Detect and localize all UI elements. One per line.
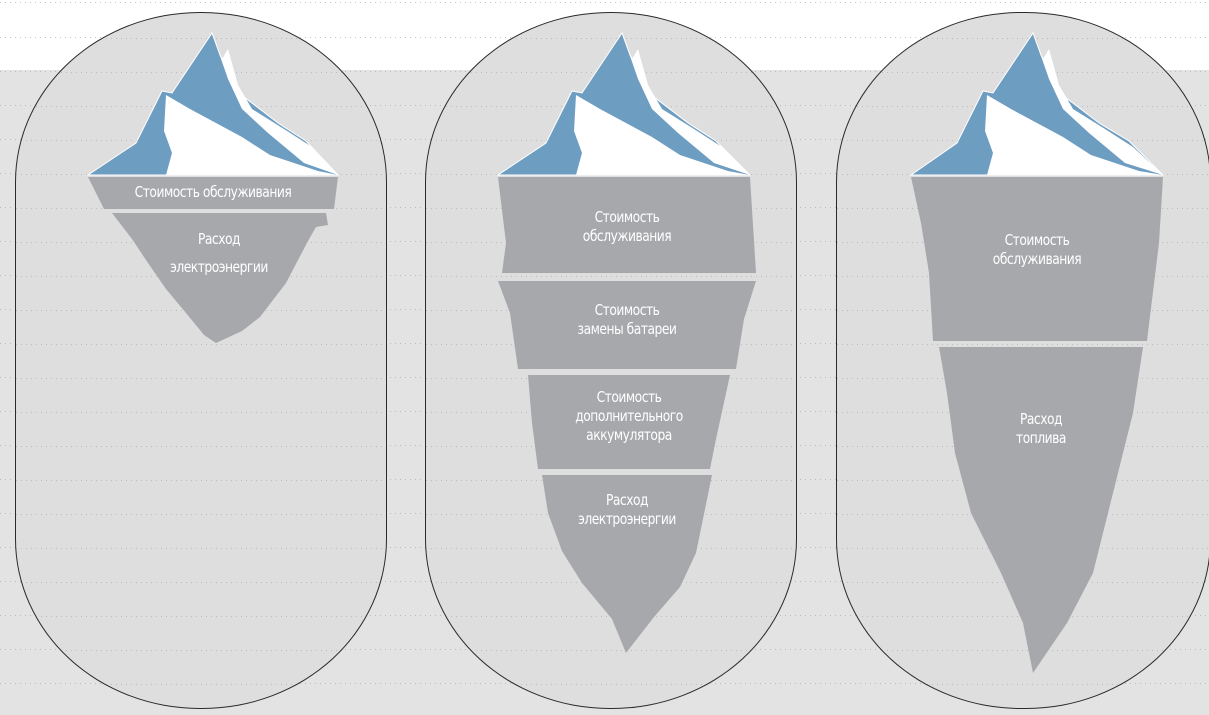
iceberg-3-peak-snow (985, 33, 1163, 175)
iceberg-1-underwater-1 (88, 177, 338, 209)
iceberg-2-illustration (496, 31, 756, 653)
iceberg-1-underwater-2 (112, 213, 328, 343)
iceberg-panel-1: Стоимость обслуживания Расход электроэне… (15, 12, 387, 709)
iceberg-2-peak-snow (574, 33, 750, 175)
layer-label: Расход электроэнергии (170, 230, 268, 276)
layer-label: Стоимость дополнительного аккумулятора (575, 388, 683, 444)
layer-label: Расход электроэнергии (578, 491, 676, 528)
iceberg-3-underwater-2 (939, 347, 1143, 673)
layer-label: Стоимость замены батареи (577, 301, 677, 338)
iceberg-panel-3: Стоимость обслуживания Расход топлива (836, 12, 1209, 709)
iceberg-2-underwater-4 (542, 475, 712, 653)
iceberg-3-illustration (909, 31, 1165, 673)
iceberg-panel-2: Стоимость обслуживания Стоимость замены … (425, 12, 797, 709)
layer-label: Стоимость обслуживания (992, 231, 1082, 268)
iceberg-1-illustration (86, 31, 340, 343)
layer-label: Стоимость обслуживания (582, 208, 672, 245)
layer-label: Стоимость обслуживания (134, 183, 292, 201)
iceberg-2-underwater-1 (498, 177, 756, 273)
iceberg-1-peak-snow (164, 33, 338, 175)
iceberg-2-underwater-3 (528, 375, 730, 469)
iceberg-3-underwater-1 (911, 177, 1163, 341)
layer-label: Расход топлива (1016, 410, 1066, 447)
iceberg-2-underwater-2 (498, 281, 756, 369)
